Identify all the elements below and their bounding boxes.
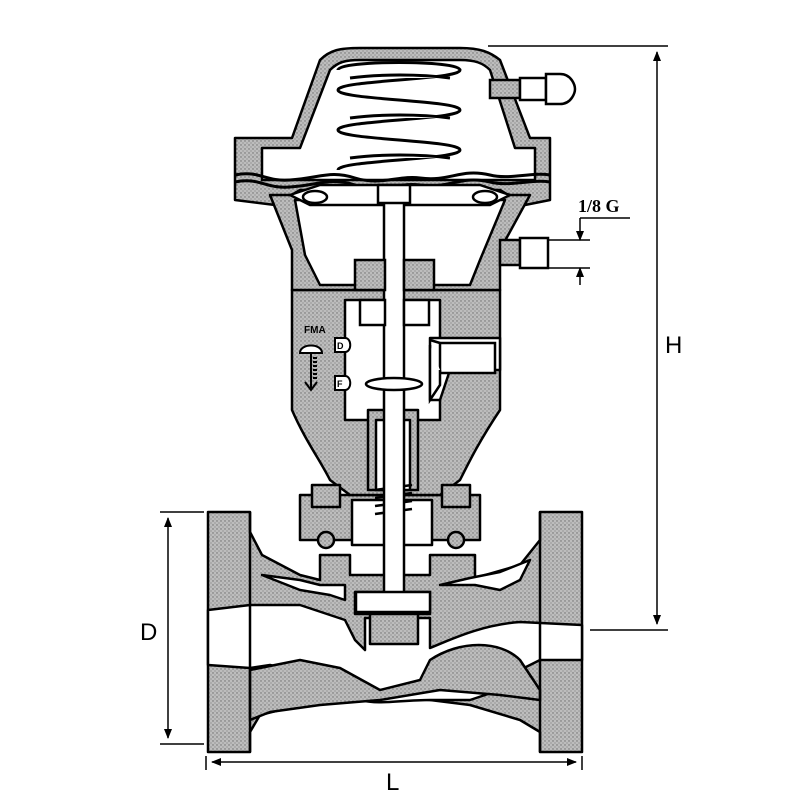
valve-stem bbox=[354, 183, 432, 614]
port-label: 1/8 G bbox=[578, 196, 620, 216]
side-port bbox=[498, 236, 550, 270]
top-fitting bbox=[488, 72, 577, 106]
position-indicator-plate: FMA D F bbox=[298, 325, 352, 392]
limit-switch bbox=[428, 338, 497, 405]
guide-bushing bbox=[353, 258, 436, 327]
height-dimension bbox=[488, 45, 668, 631]
brand-label: FMA bbox=[304, 325, 326, 336]
length-dimension bbox=[205, 756, 583, 770]
diameter-dimension bbox=[160, 511, 204, 745]
main-spring bbox=[336, 61, 462, 172]
height-label: H bbox=[665, 332, 682, 359]
mark-d: D bbox=[337, 341, 344, 351]
diameter-label: D bbox=[140, 619, 157, 646]
mark-f: F bbox=[337, 379, 343, 389]
port-dimension bbox=[548, 217, 630, 285]
length-label: L bbox=[386, 769, 399, 796]
